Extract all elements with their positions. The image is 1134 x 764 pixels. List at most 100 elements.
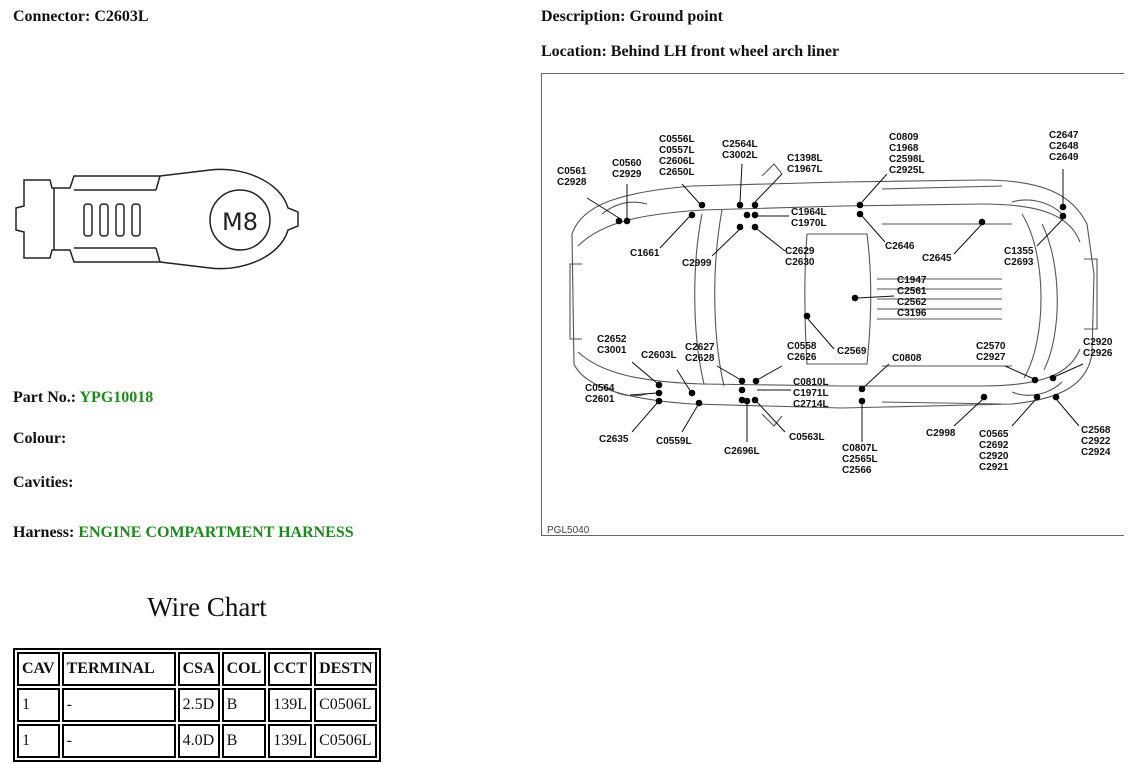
leader-line [586, 197, 620, 219]
description-value: Ground point [629, 8, 723, 25]
connector-field: Connector: C2603L [13, 8, 149, 26]
connector-label-line: C2606L [659, 156, 695, 167]
connector-label-line: C0558 [787, 341, 817, 352]
connector-dot [738, 396, 746, 404]
connector-dot [738, 386, 746, 394]
connector-dot [751, 223, 759, 231]
connector-dot [1059, 212, 1067, 220]
connector-label-line: C2646 [885, 241, 915, 252]
connector-dot [978, 218, 986, 226]
connector-label-line: C2925L [889, 165, 925, 176]
connector-label-line: C0810L [793, 377, 829, 388]
ring-terminal-drawing: M8 [15, 168, 299, 270]
cell-csa: 4.0D [177, 724, 220, 758]
connector-label-9: C2999 [682, 258, 712, 269]
connector-label-25: C2635 [599, 434, 629, 445]
cell-destn: C0506L [314, 688, 378, 722]
connector-dot [1033, 393, 1041, 401]
connector-dot [655, 389, 663, 397]
connector-value: C2603L [94, 8, 149, 25]
header-terminal: TERMINAL [61, 652, 176, 686]
cell-destn: C0506L [314, 724, 378, 758]
connector-dot [736, 201, 744, 209]
leader-line [756, 228, 786, 252]
connector-label-line: C2714L [793, 399, 829, 410]
connector-label-line: C2650L [659, 167, 695, 178]
cell-cav: 1 [17, 688, 60, 722]
connector-dot [980, 393, 988, 401]
connector-label-line: C2693 [1004, 257, 1034, 268]
leader-line [716, 365, 742, 381]
table-row: 1 - 2.5D B 139L C0506L [17, 688, 378, 722]
connector-dot [743, 211, 751, 219]
leader-line [711, 228, 741, 257]
connector-label-line: C2929 [612, 169, 642, 180]
connector-label-line: C2696L [724, 446, 760, 457]
connector-dot [752, 377, 760, 385]
connector-label-line: C2564L [722, 139, 758, 150]
connector-label-line: C3001 [597, 345, 627, 356]
connector-dot [743, 397, 751, 405]
header-col: COL [221, 652, 267, 686]
connector-label-line: C2561 [897, 286, 927, 297]
header-csa: CSA [177, 652, 220, 686]
location-value: Behind LH front wheel arch liner [610, 43, 840, 60]
connector-dot [858, 397, 866, 405]
connector-label-line: C1947 [897, 275, 927, 286]
connector-label-line: C2565L [842, 454, 878, 465]
stud-size-label: M8 [222, 208, 258, 236]
leader-line [676, 369, 692, 393]
description-field: Description: Ground point [541, 8, 723, 26]
connector-dot [1052, 393, 1060, 401]
connector-label-line: C2922 [1081, 436, 1111, 447]
connector-dot [1031, 376, 1039, 384]
leader-line [631, 361, 659, 385]
connector-label-8: C1661 [630, 248, 660, 259]
connector-label: Connector: [13, 8, 91, 25]
connector-label-line: C0556L [659, 134, 695, 145]
connector-label-line: C1355 [1004, 246, 1034, 257]
diagram-ref-label: PGL5040 [547, 525, 590, 536]
cell-cav: 1 [17, 724, 60, 758]
connector-dot [751, 211, 759, 219]
location-label: Location: [541, 43, 607, 60]
leader-line [681, 404, 699, 433]
harness-field: Harness: ENGINE COMPARTMENT HARNESS [13, 524, 354, 542]
connector-label-line: C2927 [976, 352, 1006, 363]
connector-label-line: C2645 [922, 253, 952, 264]
connector-label-line: C2920 [979, 451, 1009, 462]
cell-csa: 2.5D [177, 688, 220, 722]
connector-dot [623, 217, 631, 225]
harness-label: Harness: [13, 524, 75, 541]
connector-label-line: C2603L [641, 350, 677, 361]
cell-terminal: - [61, 724, 176, 758]
connector-label-line: C1968 [889, 143, 919, 154]
header-cav: CAV [17, 652, 60, 686]
connector-dot [1049, 374, 1057, 382]
part-no-label: Part No.: [13, 389, 77, 406]
connector-label-line: C2692 [979, 440, 1009, 451]
leader-line [756, 365, 783, 381]
connector-label-line: C0559L [656, 436, 692, 447]
harness-value: ENGINE COMPARTMENT HARNESS [78, 524, 354, 541]
leader-line [659, 215, 691, 249]
connector-label-line: C2998 [926, 428, 956, 439]
connector-label-26: C0559L [656, 436, 692, 447]
connector-label-line: C1964L [791, 207, 827, 218]
connector-label-line: C2652 [597, 334, 627, 345]
leader-line [953, 398, 984, 427]
connector-label-12: C2645 [922, 253, 952, 264]
